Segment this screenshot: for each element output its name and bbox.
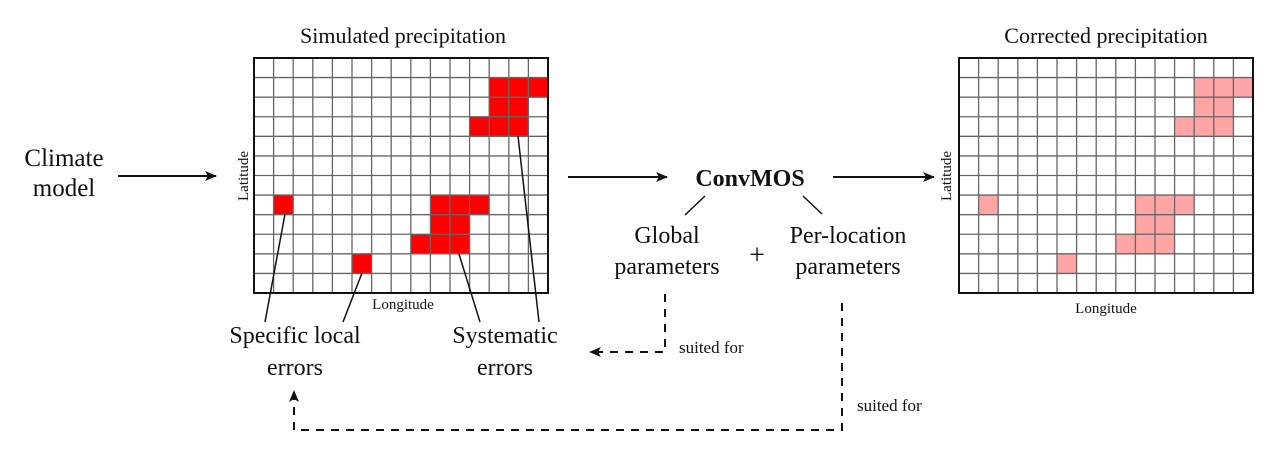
corrected-cell-r2-c12 (1194, 97, 1214, 117)
pointer-systematic-1 (458, 253, 481, 323)
pointer-local-2 (342, 272, 363, 323)
systematic-errors-label-1: Systematic (452, 323, 557, 349)
corrected-cell-r9-c10 (1155, 234, 1175, 254)
corrected-cell-r1-c14 (1233, 77, 1253, 98)
simulated-cell-r3-c12 (489, 116, 509, 137)
local-errors-label-2: errors (267, 355, 323, 381)
pointer-systematic-2 (517, 135, 540, 323)
simulated-cell-r1-c14 (528, 77, 548, 98)
climate-model-label-2: model (33, 175, 96, 202)
climate-model-label-1: Climate (24, 145, 103, 172)
simulated-cell-r3-c11 (469, 116, 490, 137)
corrected-cell-r7-c10 (1155, 195, 1175, 215)
simulated-cell-r7-c10 (450, 195, 470, 215)
corrected-cell-r7-c1 (978, 195, 999, 215)
corrected-cell-r10-c5 (1057, 253, 1077, 274)
suited-for-label-2: suited for (857, 396, 922, 415)
connector-perlocation (802, 195, 823, 215)
corrected-cell-r9-c8 (1115, 234, 1136, 254)
global-params-label-1: Global (634, 223, 700, 249)
link-perlocation-to-local (289, 303, 843, 431)
corrected-cell-r7-c11 (1174, 195, 1195, 215)
simulated-cell-r3-c13 (508, 116, 529, 137)
simulated-xlabel: Longitude (372, 297, 434, 313)
corrected-cell-r1-c12 (1194, 77, 1214, 98)
simulated-cell-r10-c5 (352, 253, 372, 274)
simulated-cell-r1-c13 (508, 77, 529, 98)
corrected-cell-r1-c13 (1213, 77, 1234, 98)
corrected-ylabel: Latitude (939, 151, 955, 201)
simulated-cell-r8-c10 (450, 214, 470, 235)
corrected-cell-r3-c12 (1194, 116, 1214, 137)
simulated-cell-r7-c11 (469, 195, 490, 215)
corrected-cell-r8-c10 (1155, 214, 1175, 235)
simulated-cell-r2-c13 (508, 97, 529, 117)
corrected-cell-r3-c13 (1213, 116, 1234, 137)
perlocation-params-label-2: parameters (795, 254, 900, 280)
simulated-grid-border (253, 57, 549, 294)
simulated-cell-r7-c9 (430, 195, 450, 215)
simulated-title: Simulated precipitation (300, 23, 506, 48)
plus-sign: + (749, 240, 765, 271)
perlocation-params-label-1: Per-location (790, 223, 907, 249)
global-params-label-2: parameters (614, 254, 719, 280)
simulated-grid (253, 57, 549, 294)
corrected-xlabel: Longitude (1075, 301, 1137, 317)
simulated-cell-r7-c1 (273, 195, 294, 215)
simulated-cell-r9-c9 (430, 234, 450, 254)
simulated-cell-r9-c10 (450, 234, 470, 254)
suited-for-label-1: suited for (679, 338, 744, 357)
corrected-grid (958, 57, 1254, 294)
corrected-cell-r7-c9 (1135, 195, 1155, 215)
link-global-to-systematic (589, 294, 666, 357)
corrected-cell-r2-c13 (1213, 97, 1234, 117)
corrected-cell-r3-c11 (1174, 116, 1195, 137)
corrected-cell-r8-c9 (1135, 214, 1155, 235)
simulated-cell-r2-c12 (489, 97, 509, 117)
simulated-ylabel: Latitude (236, 151, 252, 201)
local-errors-label-1: Specific local (229, 323, 361, 349)
systematic-errors-label-2: errors (477, 355, 533, 381)
pointer-local-1 (264, 213, 286, 323)
convmos-label: ConvMOS (695, 166, 804, 192)
simulated-cell-r8-c9 (430, 214, 450, 235)
simulated-cell-r9-c8 (410, 234, 431, 254)
corrected-title: Corrected precipitation (1004, 23, 1207, 48)
connector-global (684, 195, 706, 216)
corrected-cell-r9-c9 (1135, 234, 1155, 254)
simulated-cell-r1-c12 (489, 77, 509, 98)
corrected-grid-border (958, 57, 1254, 294)
